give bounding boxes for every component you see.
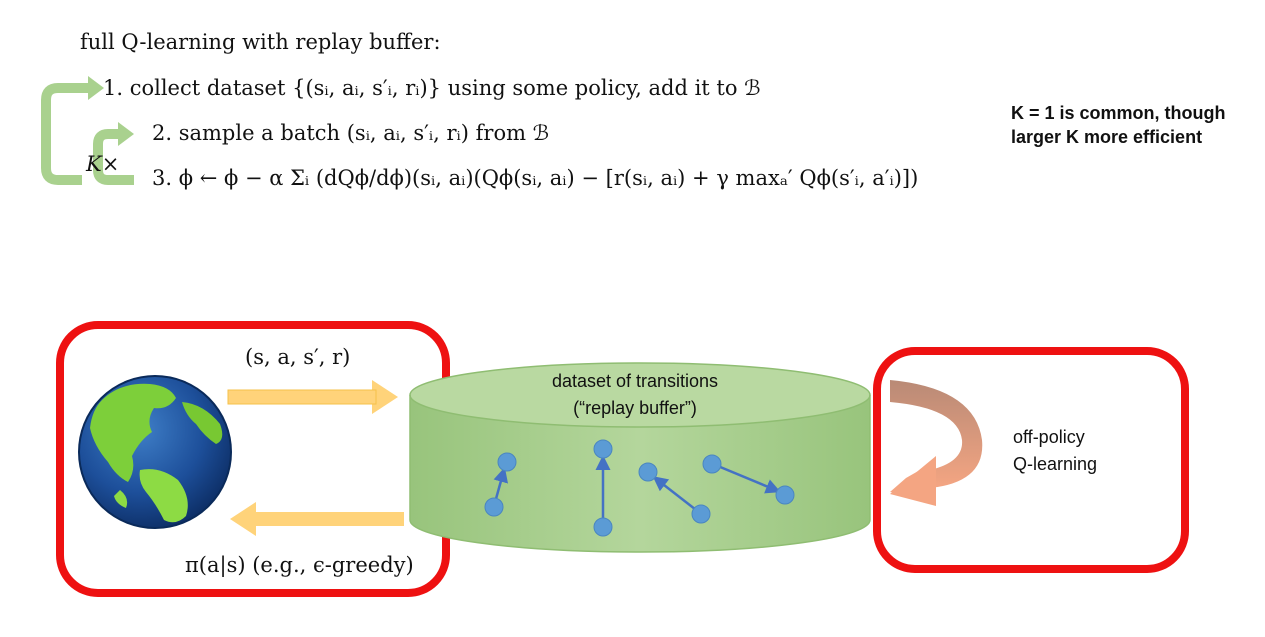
algorithm-heading: full Q-learning with replay buffer: <box>80 30 441 54</box>
replay-buffer-label-line-2: (“replay buffer”) <box>573 398 697 418</box>
globe-icon <box>78 375 232 529</box>
learner-label-line-1: off-policy <box>1013 427 1085 447</box>
policy-arrow-icon <box>230 502 404 536</box>
learner-box <box>873 347 1189 573</box>
side-note-line-1: K = 1 is common, though <box>1011 103 1226 123</box>
algorithm-step-1: 1. collect dataset {(sᵢ, aᵢ, s′ᵢ, rᵢ)} u… <box>103 76 761 100</box>
replay-buffer-label-line-1: dataset of transitions <box>551 371 719 391</box>
inner-loop-arrow-icon <box>93 122 134 185</box>
side-note: K = 1 is common, though larger K more ef… <box>1011 101 1226 149</box>
curved-arrow-icon <box>890 380 983 506</box>
transition-arrow-icon <box>227 380 398 414</box>
repeat-k-label: K× <box>86 152 120 176</box>
learner-label-line-2: Q-learning <box>1013 454 1098 474</box>
learner-label: off-policy Q-learning <box>1013 424 1097 478</box>
transition-samples <box>484 439 795 537</box>
algorithm-step-3: 3. ϕ ← ϕ − α Σᵢ (dQϕ/dϕ)(sᵢ, aᵢ)(Qϕ(sᵢ, … <box>152 166 919 190</box>
replay-buffer-label: dataset of transitions (“replay buffer”) <box>510 368 760 422</box>
transition-tuple-label: (s, a, s′, r) <box>245 345 351 369</box>
side-note-line-2: larger K more efficient <box>1011 127 1203 147</box>
algorithm-step-2: 2. sample a batch (sᵢ, aᵢ, s′ᵢ, rᵢ) from… <box>152 121 550 145</box>
policy-label: π(a|s) (e.g., ϵ-greedy) <box>185 553 414 577</box>
outer-loop-arrow-icon <box>41 76 104 185</box>
